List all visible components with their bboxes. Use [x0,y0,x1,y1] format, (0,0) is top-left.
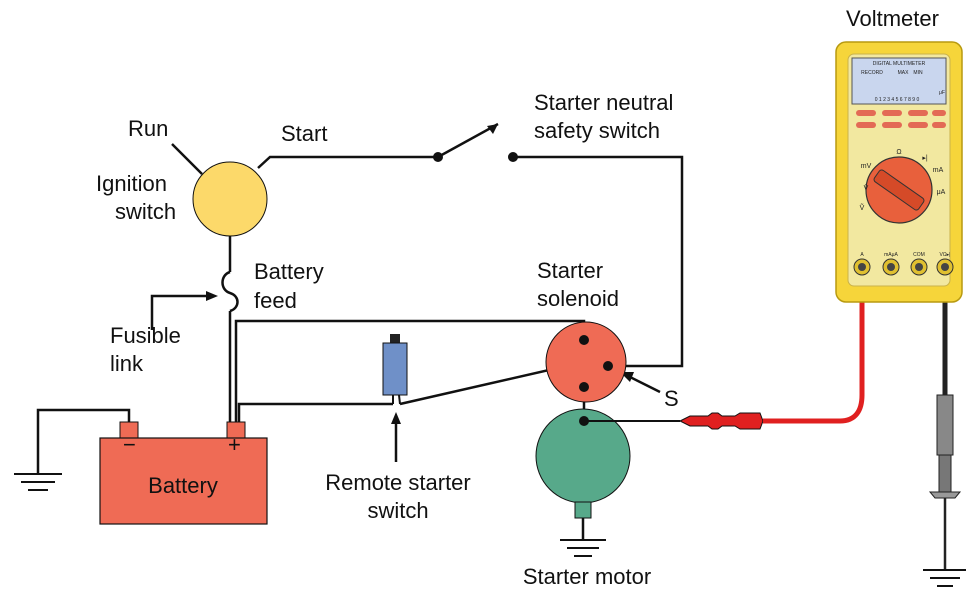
label-battery: Battery [148,473,218,498]
solenoid-terminal-motor [579,382,589,392]
svg-text:RECORD: RECORD [861,70,883,76]
label-run: Run [128,116,168,141]
svg-text:▸|: ▸| [922,155,928,162]
label-remote-line2: switch [367,498,428,523]
battery-body [99,437,268,525]
fusible-link-pointer [150,294,212,330]
label-ignition-line2: switch [115,199,176,224]
label-start: Start [281,121,327,146]
wire-neutral-to-solenoid [513,155,684,368]
solenoid-terminal-s [603,361,613,371]
meter-rotary-dial[interactable] [865,156,933,224]
ignition-switch [192,161,268,237]
label-fusible-line2: link [110,351,144,376]
svg-text:Ṽ: Ṽ [860,203,865,212]
voltmeter: DIGITAL MULTIMETER RECORD MAX MIN 0 1 2 … [835,41,963,303]
svg-text:μF: μF [939,90,945,96]
label-battery-minus: − [123,432,136,457]
svg-text:MIN: MIN [913,70,923,76]
red-test-lead [584,270,865,430]
voltmeter-display [851,57,947,105]
jack-a[interactable] [853,258,871,276]
fusible-link-arrowhead [206,291,218,301]
meter-buttons[interactable] [856,110,946,128]
label-s-terminal: S [664,386,679,411]
fusible-link-loop [221,270,239,313]
svg-text:A: A [860,252,864,258]
svg-text:MAX: MAX [898,70,910,76]
black-test-lead [928,272,962,570]
label-voltmeter: Voltmeter [846,6,939,31]
remote-switch-arrowhead [391,412,401,424]
neutral-switch-arrowhead [487,124,498,134]
solenoid-terminal-battery [579,335,589,345]
neutral-switch-contact-left [433,152,443,162]
meter-title: DIGITAL MULTIMETER [873,61,926,67]
remote-starter-switch [382,334,408,405]
label-ignition-line1: Ignition [96,171,167,196]
wire-ignition-to-neutral-switch [257,155,438,169]
svg-text:μA: μA [937,189,946,196]
ground-symbol-battery [14,473,62,491]
label-battery-feed-line1: Battery [254,259,324,284]
svg-text:mAμA: mAμA [884,252,898,258]
svg-text:mV: mV [861,163,872,170]
battery [99,421,268,525]
ground-symbol-meter [923,569,966,587]
neutral-switch-lever [437,122,499,159]
label-remote-line1: Remote starter [325,470,471,495]
neutral-switch-contact-right [508,152,518,162]
labels: Voltmeter Run Ignition switch Start Star… [96,6,939,589]
ground-symbol-motor [560,539,606,557]
svg-text:mA: mA [933,167,944,174]
svg-text:V̄: V̄ [864,184,869,192]
label-neutral-line2: safety switch [534,118,660,143]
starter-motor-ground-stud [574,501,592,519]
label-battery-feed-line2: feed [254,288,297,313]
label-fusible-line1: Fusible [110,323,181,348]
starter-solenoid [545,321,627,403]
wire-battery-to-remote [237,402,393,427]
svg-text:COM: COM [913,252,925,258]
label-battery-plus: + [228,432,241,457]
jack-ma[interactable] [882,258,900,276]
wire-battery-to-ground [36,408,131,474]
label-starter-motor: Starter motor [523,564,651,589]
run-pointer-line [171,143,203,175]
label-solenoid-line2: solenoid [537,286,619,311]
label-solenoid-line1: Starter [537,258,603,283]
meter-scale: 0 1 2 3 4 5 6 7 8 9 0 [875,97,920,103]
jack-v[interactable] [936,258,954,276]
jack-com[interactable] [910,258,928,276]
label-neutral-line1: Starter neutral [534,90,673,115]
svg-text:Ω: Ω [896,149,901,156]
s-terminal-pointer [627,374,661,394]
svg-text:VΩ▸|: VΩ▸| [940,252,951,258]
